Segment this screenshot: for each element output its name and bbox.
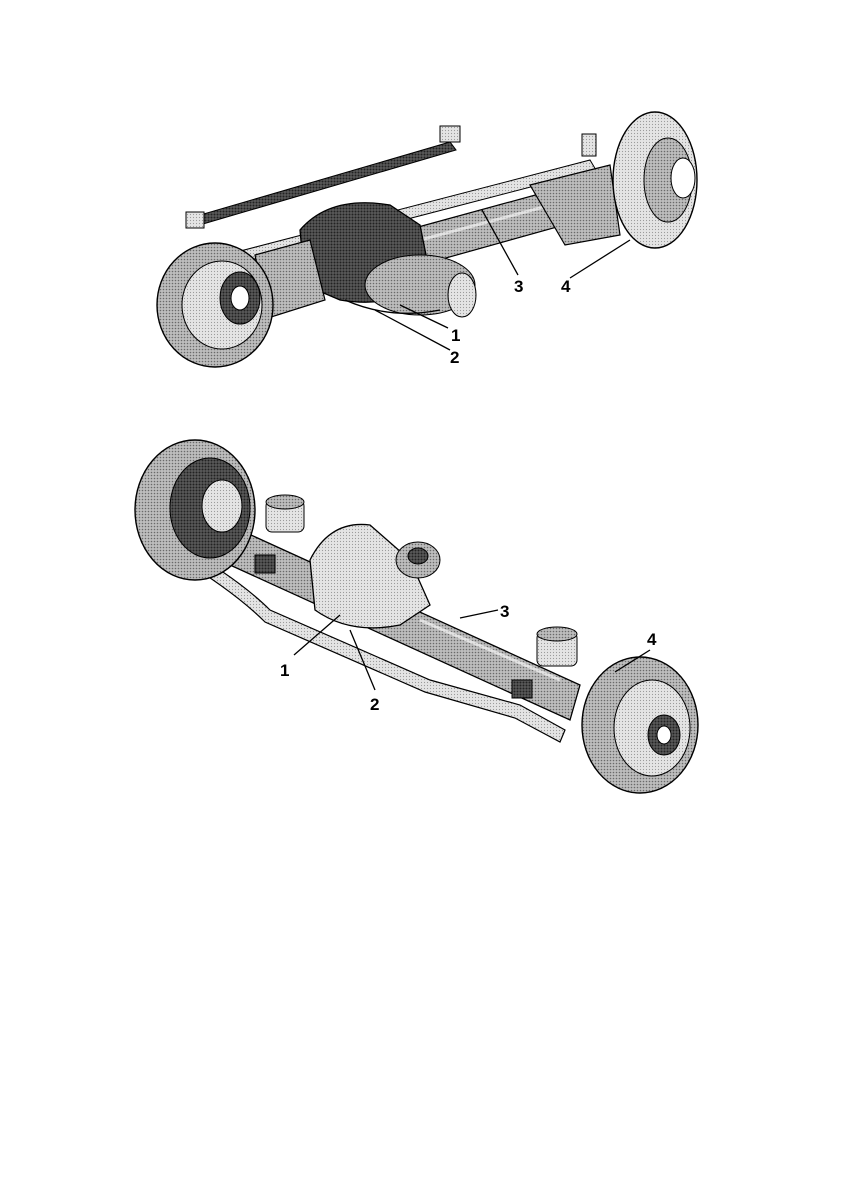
rear-callout-3: 3 <box>460 602 509 621</box>
front-callout-4: 4 <box>561 240 630 296</box>
rear-left-mount <box>266 495 304 532</box>
rear-callout-1-label: 1 <box>280 661 289 680</box>
front-callout-3-label: 3 <box>514 277 523 296</box>
rear-right-mount <box>537 627 577 666</box>
front-callout-1-label: 1 <box>451 326 460 345</box>
rear-callout-2: 2 <box>350 630 379 714</box>
rear-callout-2-label: 2 <box>370 695 379 714</box>
front-callout-4-label: 4 <box>561 277 571 296</box>
front-axle-figure: 1 2 3 4 <box>157 112 697 367</box>
rear-callout-4-label: 4 <box>647 630 657 649</box>
rear-left-brake-drum <box>135 440 255 580</box>
front-right-brake-disc <box>613 112 697 248</box>
rear-right-brake-drum <box>582 657 698 793</box>
rear-callout-3-label: 3 <box>500 602 509 621</box>
front-callout-2: 2 <box>375 310 459 367</box>
rear-left-bracket <box>255 555 275 573</box>
front-callout-2-label: 2 <box>450 348 459 367</box>
front-left-wheel-hub <box>157 243 273 367</box>
rear-axle-figure: 1 2 3 4 <box>135 440 698 793</box>
rear-right-bracket <box>512 680 532 698</box>
